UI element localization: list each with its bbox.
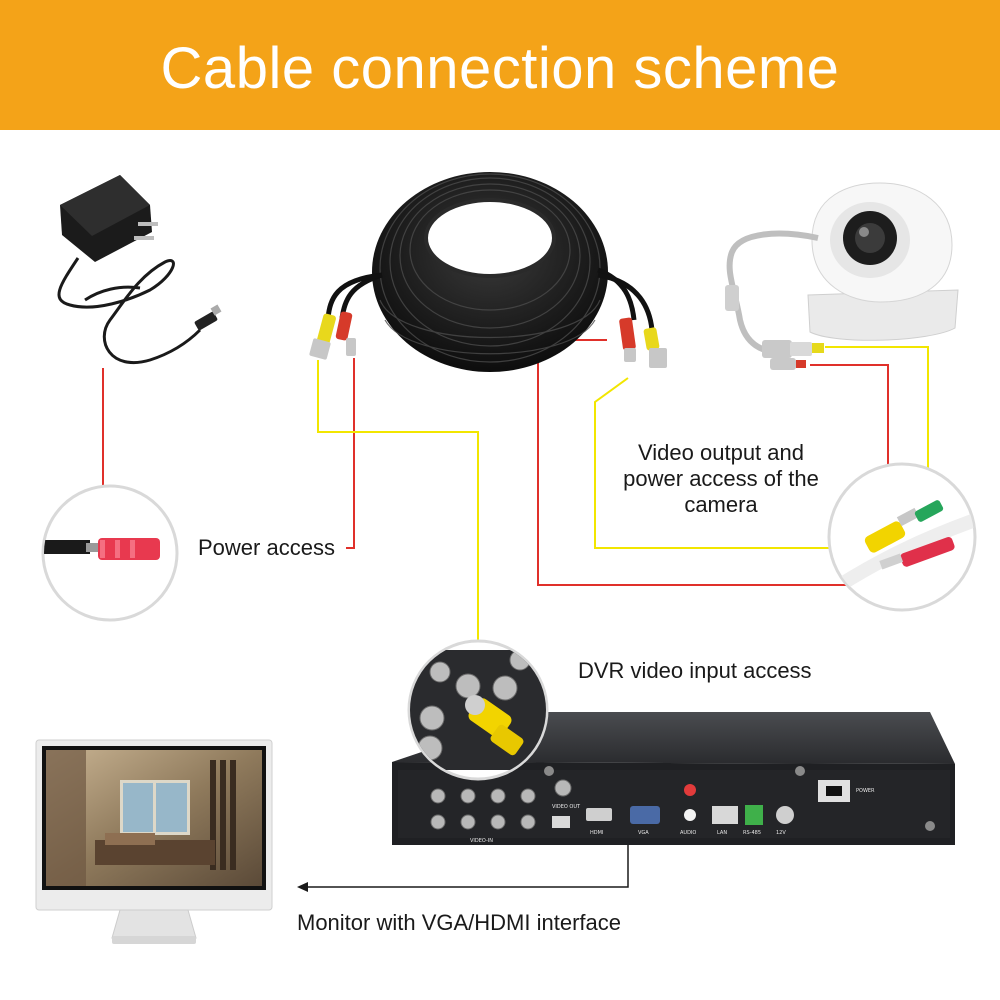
dvr-zoom-circle — [407, 639, 549, 781]
vga-label: VGA — [638, 830, 649, 836]
dvr-video-line — [317, 360, 479, 642]
dome-camera-icon — [725, 182, 959, 370]
arrow-icon — [297, 882, 308, 892]
power-zoom-circle — [41, 484, 179, 622]
video-out-label: VIDEO OUT — [552, 804, 581, 810]
power-switch-label: POWER — [856, 788, 875, 794]
page-title: Cable connection scheme — [160, 35, 840, 101]
camera-video-line — [594, 377, 830, 549]
dvr-input-label: DVR video input access — [578, 658, 812, 683]
dc12v-label: 12V — [776, 830, 786, 836]
hdmi-label: HDMI — [590, 830, 603, 836]
title-banner: Cable connection scheme — [0, 0, 1000, 130]
lan-label: LAN — [717, 830, 727, 836]
dvr-recorder-icon: VIDEO-IN VIDEO OUT HDMI VGA AUDIO LAN RS… — [392, 712, 955, 845]
monitor-label: Monitor with VGA/HDMI interface — [297, 910, 621, 935]
video-in-ports — [430, 788, 536, 830]
video-in-label: VIDEO-IN — [470, 838, 493, 844]
power-access-line — [346, 358, 355, 549]
power-adapter-icon — [57, 175, 222, 365]
camera-output-label: Video output and power access of the cam… — [623, 440, 819, 517]
monitor-icon — [35, 739, 273, 944]
rs485-label: RS-485 — [743, 830, 761, 836]
camera-zoom-circle — [827, 462, 977, 612]
camera-lead-power — [810, 364, 889, 478]
audio-label: AUDIO — [680, 830, 696, 836]
camera-lead-video — [825, 346, 929, 483]
power-access-label: Power access — [198, 535, 335, 560]
coiled-cable-icon — [309, 172, 667, 372]
